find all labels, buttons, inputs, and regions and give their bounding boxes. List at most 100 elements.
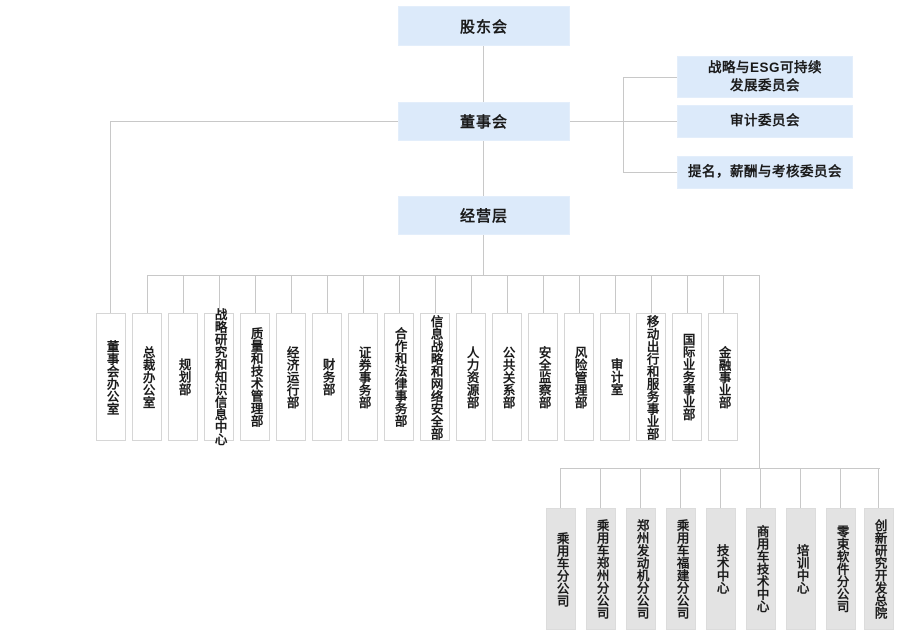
department-drop <box>687 275 688 313</box>
node-dept-financial-business[interactable]: 金融事业部 <box>708 313 738 441</box>
subsidiary-drop <box>640 468 641 508</box>
node-dept-public-relations[interactable]: 公共关系部 <box>492 313 522 441</box>
node-sub-passenger-vehicle[interactable]: 乘用车分公司 <box>546 508 576 630</box>
department-drop <box>471 275 472 313</box>
department-bus <box>147 275 760 276</box>
subsidiary-drop <box>680 468 681 508</box>
connector-board-management <box>483 141 484 196</box>
node-shareholders-label: 股东会 <box>459 18 508 36</box>
department-drop <box>147 275 148 313</box>
department-drop <box>219 275 220 313</box>
connector-committee-1 <box>623 77 678 78</box>
sub-label: 创新研究开发总院 <box>872 519 887 619</box>
dept-label: 财务部 <box>320 358 335 396</box>
department-drop <box>255 275 256 313</box>
dept-label: 经济运行部 <box>284 345 299 409</box>
dept-label: 审计室 <box>608 358 623 396</box>
connector-board-office-drop <box>110 121 111 313</box>
sub-label: 郑州发动机分公司 <box>634 519 649 619</box>
dept-label: 人力资源部 <box>464 345 479 409</box>
dept-label: 合作和法律事务部 <box>392 327 407 427</box>
dept-label: 董事会办公室 <box>104 339 119 415</box>
node-sub-training-center[interactable]: 培训中心 <box>786 508 816 630</box>
department-drop <box>291 275 292 313</box>
node-dept-securities[interactable]: 证券事务部 <box>348 313 378 441</box>
connector-board-office-stub <box>110 121 398 122</box>
node-dept-finance[interactable]: 财务部 <box>312 313 342 441</box>
node-dept-cooperation-legal[interactable]: 合作和法律事务部 <box>384 313 414 441</box>
subsidiary-drop <box>600 468 601 508</box>
subsidiary-drop <box>760 468 761 508</box>
node-dept-international-business[interactable]: 国际业务事业部 <box>672 313 702 441</box>
department-drop <box>651 275 652 313</box>
sub-label: 乘用车福建分公司 <box>674 519 689 619</box>
node-dept-economic-operation[interactable]: 经济运行部 <box>276 313 306 441</box>
subsidiary-drop <box>560 468 561 508</box>
node-management[interactable]: 经营层 <box>398 196 570 235</box>
dept-label: 国际业务事业部 <box>680 333 695 421</box>
sub-label: 零束软件分公司 <box>834 525 849 613</box>
dept-label: 风险管理部 <box>572 345 587 409</box>
dept-label: 质量和技术管理部 <box>248 327 263 427</box>
subsidiary-drop <box>720 468 721 508</box>
node-sub-commercial-tech-center[interactable]: 商用车技术中心 <box>746 508 776 630</box>
node-dept-info-strategy-security[interactable]: 信息战略和网络安全部 <box>420 313 450 441</box>
node-committee-audit[interactable]: 审计委员会 <box>677 105 853 138</box>
node-dept-mobility-service[interactable]: 移动出行和服务事业部 <box>636 313 666 441</box>
sub-label: 技术中心 <box>714 544 729 594</box>
node-sub-passenger-zhengzhou[interactable]: 乘用车郑州分公司 <box>586 508 616 630</box>
department-drop <box>399 275 400 313</box>
node-dept-risk-management[interactable]: 风险管理部 <box>564 313 594 441</box>
committee-strategy-esg-line1: 战略与ESG可持续 <box>707 59 822 75</box>
node-shareholders[interactable]: 股东会 <box>398 6 570 46</box>
node-dept-quality-tech[interactable]: 质量和技术管理部 <box>240 313 270 441</box>
sub-label: 商用车技术中心 <box>754 525 769 613</box>
connector-committee-trunk <box>623 77 624 173</box>
node-committee-nomination[interactable]: 提名，薪酬与考核委员会 <box>677 156 853 189</box>
department-drop <box>363 275 364 313</box>
subsidiary-drop <box>878 468 879 508</box>
connector-board-committee-stub <box>570 121 624 122</box>
node-sub-lingshu-software[interactable]: 零束软件分公司 <box>826 508 856 630</box>
sub-label: 乘用车分公司 <box>554 531 569 607</box>
node-sub-zhengzhou-engine[interactable]: 郑州发动机分公司 <box>626 508 656 630</box>
dept-label: 安全监察部 <box>536 345 551 409</box>
connector-subsidiary-trunk <box>759 275 760 468</box>
sub-label: 培训中心 <box>794 544 809 594</box>
node-dept-strategy-research[interactable]: 战略研究和知识信息中心 <box>204 308 234 446</box>
dept-label: 移动出行和服务事业部 <box>644 314 659 440</box>
node-board-label: 董事会 <box>459 114 508 131</box>
node-dept-president-office[interactable]: 总裁办公室 <box>132 313 162 441</box>
dept-label: 金融事业部 <box>716 345 731 409</box>
dept-label: 信息战略和网络安全部 <box>428 314 443 440</box>
department-drop <box>543 275 544 313</box>
node-dept-planning[interactable]: 规划部 <box>168 313 198 441</box>
node-dept-audit-office[interactable]: 审计室 <box>600 313 630 441</box>
department-drop <box>327 275 328 313</box>
node-dept-human-resources[interactable]: 人力资源部 <box>456 313 486 441</box>
node-management-label: 经营层 <box>459 208 508 225</box>
node-sub-innovation-institute[interactable]: 创新研究开发总院 <box>864 508 894 630</box>
connector-committee-2 <box>623 121 678 122</box>
department-drop <box>435 275 436 313</box>
department-drop <box>183 275 184 313</box>
committee-nomination-label: 提名，薪酬与考核委员会 <box>688 164 842 180</box>
dept-label: 战略研究和知识信息中心 <box>212 308 227 446</box>
department-drop <box>615 275 616 313</box>
node-dept-safety-supervision[interactable]: 安全监察部 <box>528 313 558 441</box>
committee-audit-label: 审计委员会 <box>730 113 800 129</box>
subsidiary-drop <box>800 468 801 508</box>
subsidiary-drop <box>840 468 841 508</box>
dept-label: 公共关系部 <box>500 345 515 409</box>
department-drop <box>579 275 580 313</box>
node-sub-tech-center[interactable]: 技术中心 <box>706 508 736 630</box>
node-board[interactable]: 董事会 <box>398 102 570 141</box>
connector-committee-3 <box>623 172 678 173</box>
node-dept-board-office[interactable]: 董事会办公室 <box>96 313 126 441</box>
node-committee-strategy-esg[interactable]: 战略与ESG可持续 发展委员会 <box>677 56 853 98</box>
dept-label: 证券事务部 <box>356 345 371 409</box>
node-sub-passenger-fujian[interactable]: 乘用车福建分公司 <box>666 508 696 630</box>
dept-label: 总裁办公室 <box>140 345 155 409</box>
committee-strategy-esg-line2: 发展委员会 <box>730 78 800 93</box>
